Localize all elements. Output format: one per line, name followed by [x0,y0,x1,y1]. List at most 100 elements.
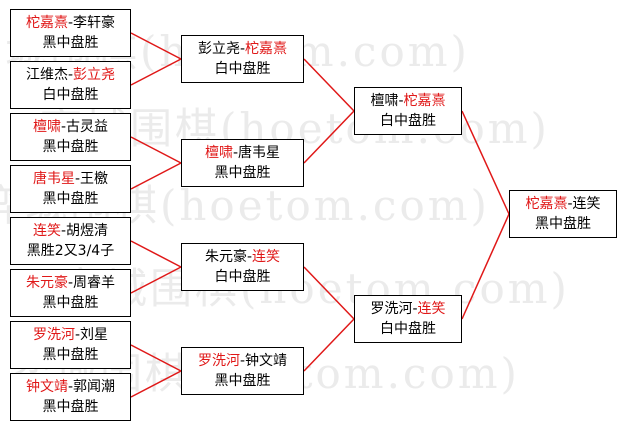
match-result: 黑中盘胜 [42,139,99,155]
separator: - [60,119,67,135]
player-black: 江维杰 [25,67,68,83]
player-black: 罗洗河 [370,301,413,317]
player-white: 李轩豪 [73,15,116,31]
separator: - [60,223,67,239]
separator: - [67,15,74,31]
connector-round2-1 [303,58,355,112]
match-players: 檀啸-古灵益 [11,117,130,137]
match-result: 黑中盘胜 [535,216,591,232]
connector-round1-5 [130,240,182,268]
separator: - [412,301,418,317]
match-players: 江维杰-彭立尧 [11,65,130,85]
connector-round1-6 [130,266,182,294]
connector-round1-7 [130,344,182,372]
match-players: 檀啸-柁嘉熹 [355,91,461,111]
separator: - [67,275,74,291]
match-result: 黑中盘胜 [42,191,99,207]
player-black: 罗洗河 [32,327,75,343]
connector-round1-2 [130,58,182,86]
separator: - [567,196,573,212]
connector-round2-4 [303,318,355,372]
separator: - [74,171,81,187]
connector-round1-1 [130,32,182,60]
player-white: 古灵益 [66,119,109,135]
match-players: 彭立尧-柁嘉熹 [182,39,303,59]
player-black: 檀啸 [204,145,233,161]
match-result: 白中盘胜 [42,87,99,103]
match-result: 黑中盘胜 [214,373,271,389]
round1-match-8: 钟文靖-郭闻潮黑中盘胜 [10,373,131,421]
round2-match-4: 罗洗河-钟文靖黑中盘胜 [181,347,304,395]
player-black: 连笑 [32,223,61,239]
player-black: 檀啸 [32,119,61,135]
separator: - [239,41,246,57]
match-players: 朱元豪-连笑 [182,247,303,267]
separator: - [398,93,404,109]
match-result: 白中盘胜 [214,269,271,285]
separator: - [246,249,253,265]
match-players: 罗洗河-钟文靖 [182,351,303,371]
connector-round1-4 [130,162,182,190]
match-result: 白中盘胜 [380,321,436,337]
separator: - [74,327,81,343]
round1-match-5: 连笑-胡煜清黑胜2又3/4子 [10,217,131,265]
connector-round3-1 [461,110,510,215]
separator: - [239,353,246,369]
player-white: 柁嘉熹 [245,41,288,57]
player-white: 连笑 [572,196,601,212]
player-white: 郭闻潮 [73,379,116,395]
player-white: 胡煜清 [66,223,109,239]
match-players: 钟文靖-郭闻潮 [11,377,130,397]
separator: - [67,379,74,395]
match-result: 白中盘胜 [214,61,271,77]
match-players: 檀啸-唐韦星 [182,143,303,163]
player-black: 唐韦星 [32,171,75,187]
match-players: 柁嘉熹-李轩豪 [11,13,130,33]
player-white: 连笑 [252,249,281,265]
match-result: 黑中盘胜 [42,399,99,415]
player-white: 连笑 [417,301,446,317]
match-players: 罗洗河-连笑 [355,299,461,319]
match-result: 黑中盘胜 [42,295,99,311]
player-white: 周睿羊 [73,275,116,291]
round1-match-4: 唐韦星-王檄黑中盘胜 [10,165,131,213]
connector-round2-2 [303,110,355,164]
connector-round1-8 [130,370,182,398]
round1-match-7: 罗洗河-刘星黑中盘胜 [10,321,131,369]
player-black: 彭立尧 [197,41,240,57]
round1-match-2: 江维杰-彭立尧白中盘胜 [10,61,131,109]
player-black: 钟文靖 [25,379,68,395]
separator: - [232,145,239,161]
player-white: 王檄 [80,171,109,187]
match-result: 黑中盘胜 [214,165,271,181]
round2-match-2: 檀啸-唐韦星黑中盘胜 [181,139,304,187]
match-players: 罗洗河-刘星 [11,325,130,345]
round3-match-2: 罗洗河-连笑白中盘胜 [354,295,462,343]
round3-match-1: 檀啸-柁嘉熹白中盘胜 [354,87,462,135]
separator: - [67,67,74,83]
round1-match-1: 柁嘉熹-李轩豪黑中盘胜 [10,9,131,57]
round1-match-3: 檀啸-古灵益黑中盘胜 [10,113,131,161]
match-players: 朱元豪-周睿羊 [11,273,130,293]
match-result: 黑胜2又3/4子 [26,243,115,259]
match-players: 柁嘉熹-连笑 [510,194,616,214]
player-white: 唐韦星 [238,145,281,161]
player-black: 柁嘉熹 [525,196,568,212]
round2-match-1: 彭立尧-柁嘉熹白中盘胜 [181,35,304,83]
connector-round1-3 [130,136,182,164]
player-black: 檀啸 [370,93,399,109]
player-black: 朱元豪 [25,275,68,291]
player-white: 钟文靖 [245,353,288,369]
match-players: 唐韦星-王檄 [11,169,130,189]
final-match-1: 柁嘉熹-连笑黑中盘胜 [509,190,617,238]
round1-match-6: 朱元豪-周睿羊黑中盘胜 [10,269,131,317]
match-result: 黑中盘胜 [42,35,99,51]
player-black: 柁嘉熹 [25,15,68,31]
match-result: 白中盘胜 [380,113,436,129]
player-white: 彭立尧 [73,67,116,83]
player-black: 罗洗河 [197,353,240,369]
connector-round2-3 [303,266,355,320]
connector-round3-2 [461,213,510,320]
player-white: 柁嘉熹 [403,93,446,109]
